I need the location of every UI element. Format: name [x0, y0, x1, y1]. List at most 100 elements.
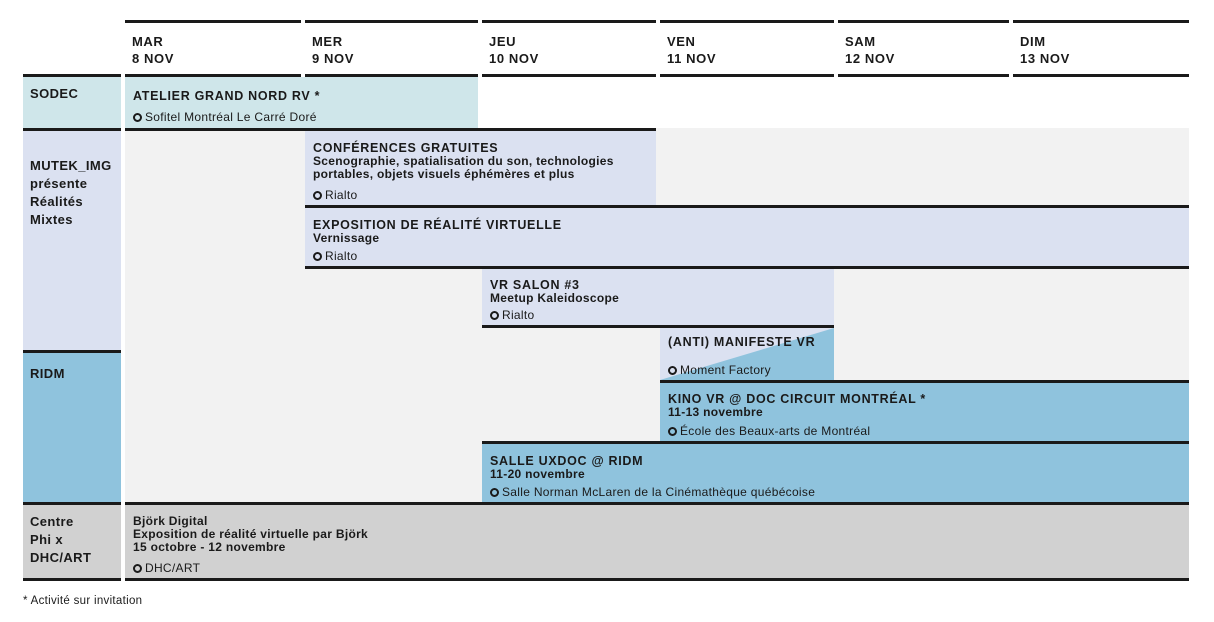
row-divider	[482, 441, 1189, 444]
event-title: Björk Digital	[133, 514, 208, 528]
group-ridm: RIDM	[23, 353, 121, 502]
event-location: DHC/ART	[133, 561, 200, 575]
event-subtitle: 11-13 novembre	[668, 405, 763, 419]
day-date: 10 NOV	[489, 51, 539, 66]
day-header-line	[838, 20, 1009, 23]
footnote: * Activité sur invitation	[23, 595, 143, 607]
event-subtitle: Meetup Kaleidoscope	[490, 291, 620, 305]
row-divider	[482, 325, 834, 328]
event-location: Rialto	[313, 188, 357, 202]
location-label: Sofitel Montréal Le Carré Doré	[145, 110, 317, 124]
header-bottom-line	[660, 74, 834, 77]
location-dot-icon	[490, 487, 499, 497]
event-vr-salon[interactable]: VR SALON #3 Meetup Kaleidoscope Rialto	[482, 269, 834, 325]
day-date: 11 NOV	[667, 51, 717, 66]
group-label: RIDM	[30, 366, 65, 381]
group-divider	[23, 128, 121, 131]
day-date: 9 NOV	[312, 51, 355, 66]
event-location: Sofitel Montréal Le Carré Doré	[133, 110, 317, 124]
day-header-friday: VEN 11 NOV	[660, 23, 834, 67]
event-title: (ANTI) MANIFESTE VR	[668, 335, 816, 349]
location-label: Moment Factory	[680, 363, 771, 377]
day-header-saturday: SAM 12 NOV	[838, 23, 1009, 67]
group-sodec: SODEC	[23, 77, 121, 128]
row-divider	[125, 128, 656, 131]
group-divider	[23, 502, 121, 505]
group-divider	[23, 350, 121, 353]
event-subtitle: Vernissage	[313, 231, 380, 245]
group-bottom-line	[23, 578, 121, 581]
event-location: Salle Norman McLaren de la Cinémathèque …	[490, 485, 815, 499]
event-location: Moment Factory	[668, 363, 771, 377]
day-header-line	[660, 20, 834, 23]
day-header-wednesday: MER 9 NOV	[305, 23, 478, 67]
event-title: KINO VR @ DOC CIRCUIT MONTRÉAL *	[668, 392, 926, 406]
day-header-sunday: DIM 13 NOV	[1013, 23, 1189, 67]
day-header-line	[305, 20, 478, 23]
event-atelier-grand-nord[interactable]: ATELIER GRAND NORD RV * Sofitel Montréal…	[125, 77, 478, 128]
event-title: VR SALON #3	[490, 278, 580, 292]
group-label: MUTEK_IMG présente Réalités Mixtes	[30, 158, 112, 227]
group-label: Centre Phi x DHC/ART	[30, 514, 92, 565]
location-label: Rialto	[502, 308, 535, 322]
event-anti-manifeste-vr[interactable]: (ANTI) MANIFESTE VR Moment Factory	[660, 328, 834, 380]
location-dot-icon	[313, 251, 322, 261]
event-conferences-gratuites[interactable]: CONFÉRENCES GRATUITES Scenographie, spat…	[305, 131, 656, 205]
day-date: 13 NOV	[1020, 51, 1070, 66]
event-bjork-digital[interactable]: Björk Digital Exposition de réalité virt…	[125, 505, 1189, 578]
event-subtitle: Exposition de réalité virtuelle par Björ…	[133, 527, 369, 554]
day-name: VEN	[667, 34, 696, 49]
day-header-line	[125, 20, 301, 23]
location-dot-icon	[490, 310, 499, 320]
day-header-thursday: JEU 10 NOV	[482, 23, 656, 67]
event-salle-uxdoc[interactable]: SALLE UXDOC @ RIDM 11-20 novembre Salle …	[482, 444, 1189, 502]
day-name: DIM	[1020, 34, 1046, 49]
location-label: Rialto	[325, 188, 358, 202]
grid-background-top-right	[478, 77, 1189, 128]
location-label: DHC/ART	[145, 561, 201, 575]
schedule-bottom-line	[125, 578, 1189, 581]
location-dot-icon	[668, 426, 677, 436]
location-dot-icon	[313, 190, 322, 200]
day-name: MER	[312, 34, 343, 49]
row-divider	[660, 380, 1189, 383]
day-name: JEU	[489, 34, 517, 49]
row-divider	[305, 266, 1189, 269]
group-mutek: MUTEK_IMG présente Réalités Mixtes	[23, 131, 121, 350]
day-date: 8 NOV	[132, 51, 175, 66]
day-name: MAR	[132, 34, 164, 49]
event-location: Rialto	[313, 249, 357, 263]
location-dot-icon	[133, 563, 142, 573]
event-title: CONFÉRENCES GRATUITES	[313, 141, 499, 155]
location-dot-icon	[668, 365, 677, 375]
header-bottom-line	[305, 74, 478, 77]
row-divider	[125, 502, 1189, 505]
event-title: EXPOSITION DE RÉALITÉ VIRTUELLE	[313, 218, 562, 232]
location-label: Rialto	[325, 249, 358, 263]
day-header-line	[482, 20, 656, 23]
day-header-tuesday: MAR 8 NOV	[125, 23, 301, 67]
header-bottom-line	[1013, 74, 1189, 77]
event-kino-vr[interactable]: KINO VR @ DOC CIRCUIT MONTRÉAL * 11-13 n…	[660, 383, 1189, 441]
row-divider	[305, 205, 1189, 208]
event-subtitle: Scenographie, spatialisation du son, tec…	[313, 154, 614, 181]
day-header-line	[1013, 20, 1189, 23]
event-location: École des Beaux-arts de Montréal	[668, 424, 870, 438]
header-bottom-line	[125, 74, 301, 77]
header-bottom-line	[482, 74, 656, 77]
event-title: ATELIER GRAND NORD RV *	[133, 89, 321, 103]
group-label: SODEC	[30, 86, 79, 101]
group-phi: Centre Phi x DHC/ART	[23, 505, 121, 578]
event-exposition-realite-virtuelle[interactable]: EXPOSITION DE RÉALITÉ VIRTUELLE Vernissa…	[305, 208, 1189, 266]
location-dot-icon	[133, 112, 142, 122]
event-subtitle: 11-20 novembre	[490, 467, 585, 481]
diagonal-split-shape	[660, 328, 834, 380]
location-label: Salle Norman McLaren de la Cinémathèque …	[502, 485, 816, 499]
day-name: SAM	[845, 34, 876, 49]
group-top-line	[23, 74, 121, 77]
location-label: École des Beaux-arts de Montréal	[680, 424, 871, 438]
day-date: 12 NOV	[845, 51, 895, 66]
header-bottom-line	[838, 74, 1009, 77]
event-title: SALLE UXDOC @ RIDM	[490, 454, 644, 468]
event-location: Rialto	[490, 308, 534, 322]
